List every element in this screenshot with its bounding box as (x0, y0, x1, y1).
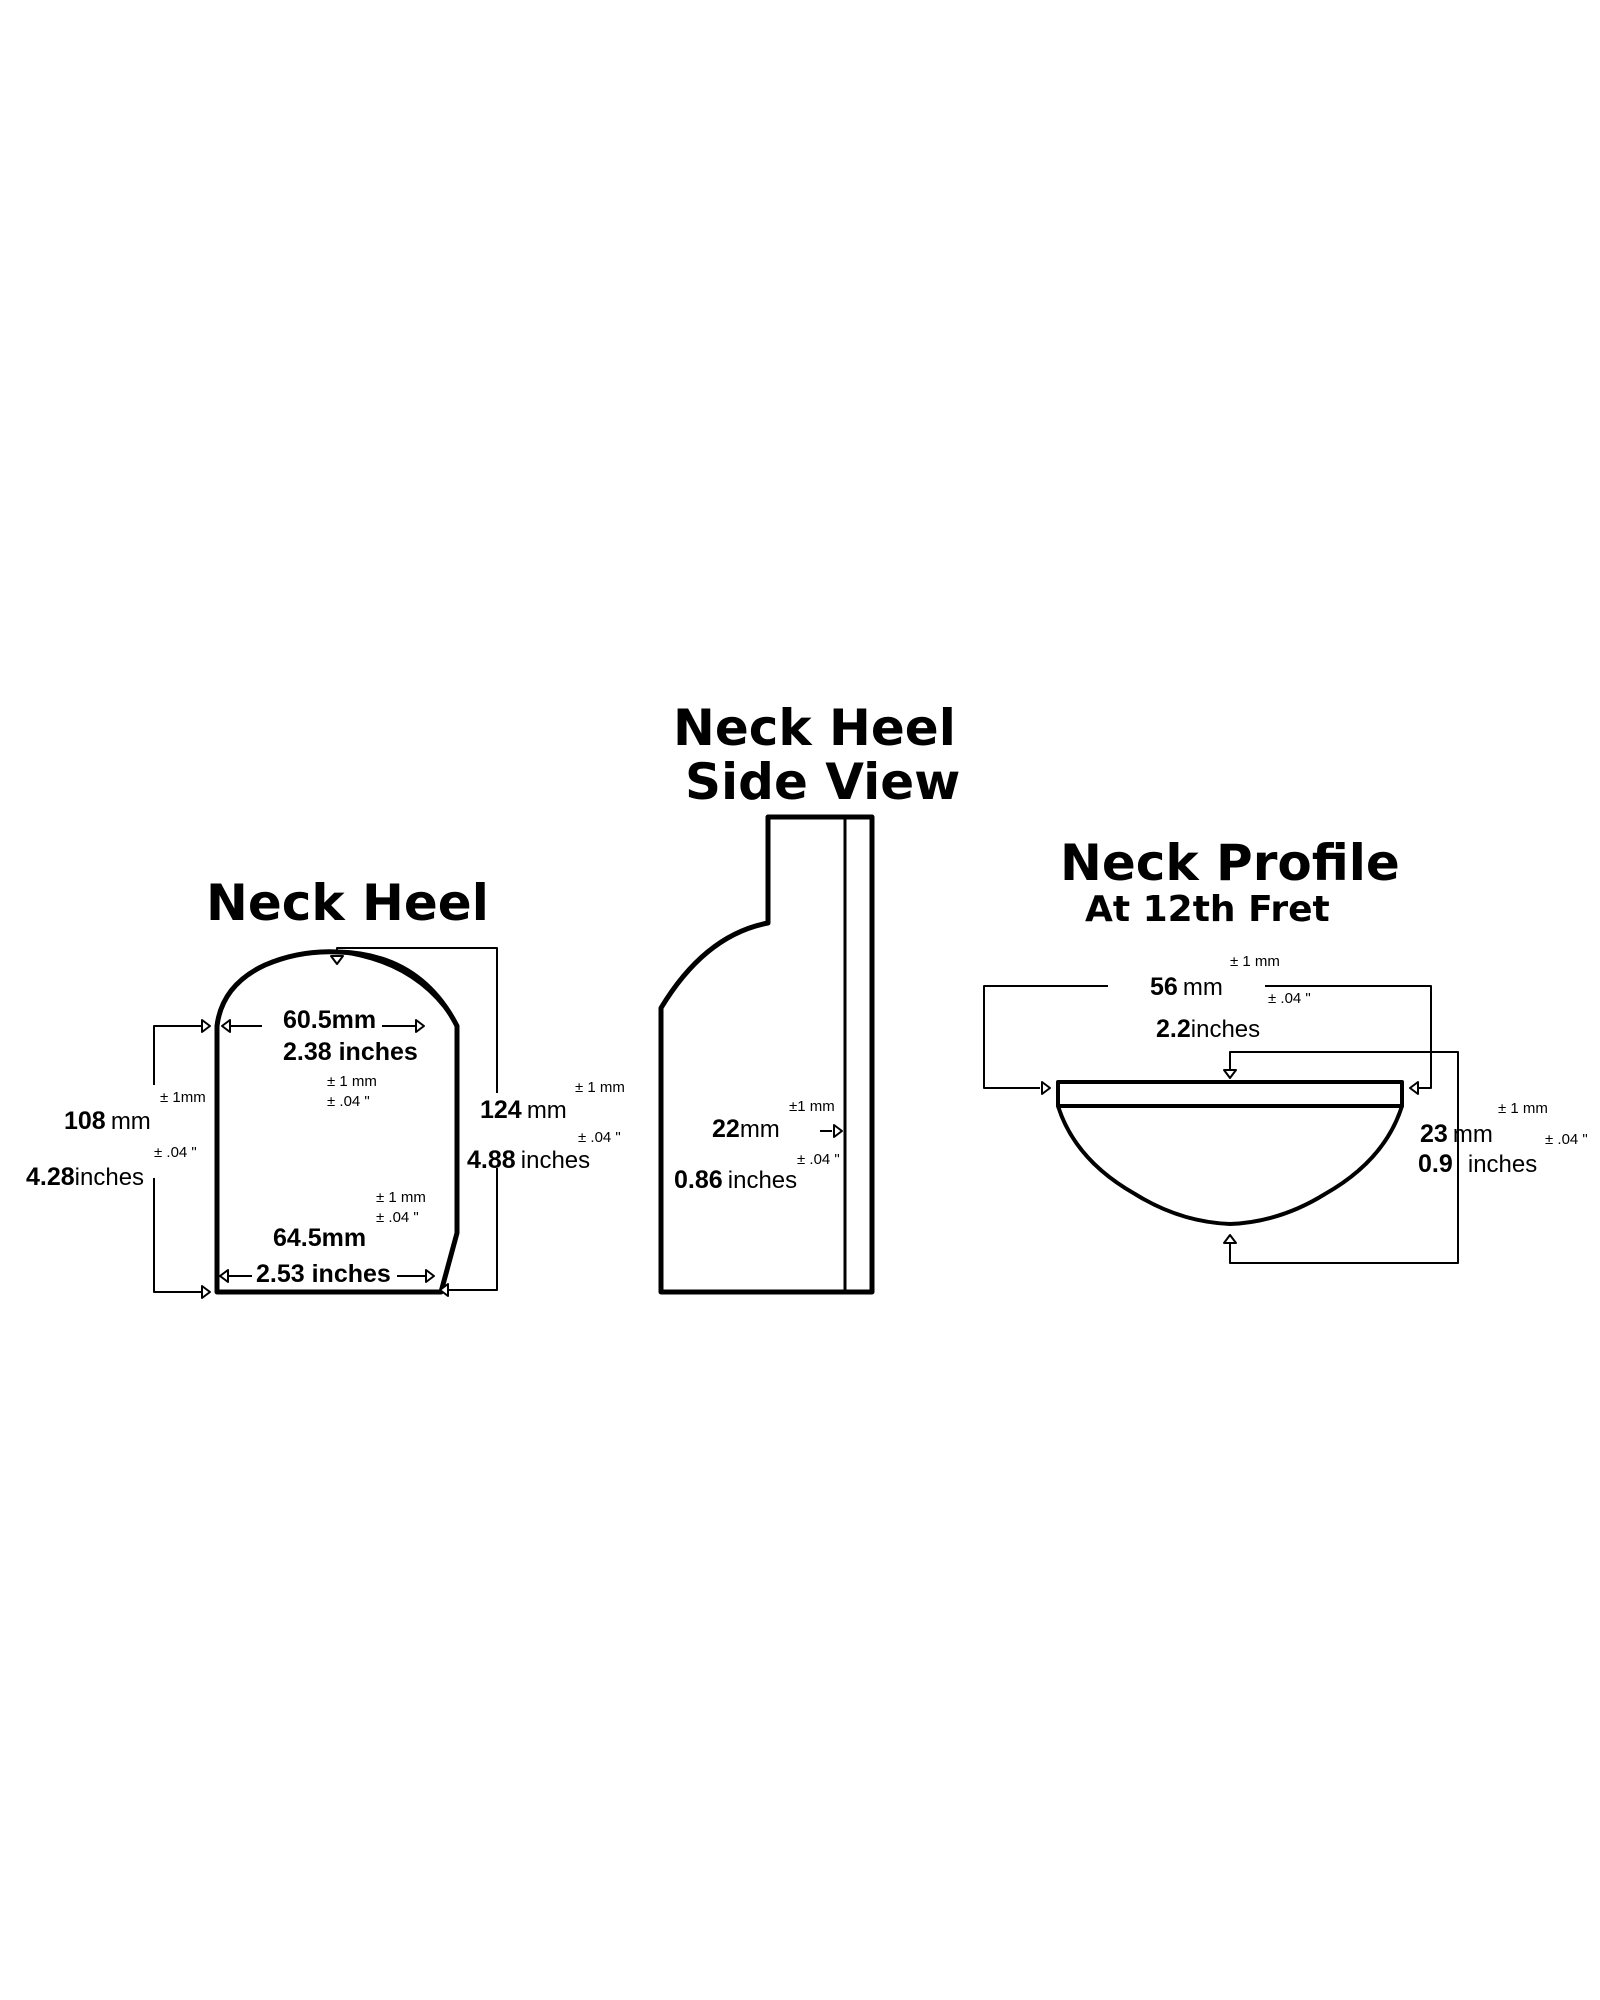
profile-depth-inches-value: 0.9 (1418, 1150, 1453, 1178)
side-view-title-line1: Neck Heel (673, 699, 956, 757)
side-thickness-tol-mm: ±1 mm (789, 1098, 835, 1115)
profile-width-unit: mm (1182, 974, 1223, 1001)
profile-width-inches-row: 2.2inches (1156, 1017, 1260, 1042)
neck-heel-shape (214, 949, 460, 1295)
right-height-inches-unit: inches (520, 1147, 591, 1174)
right-height-value: 124 (480, 1096, 522, 1124)
profile-depth-unit: mm (1452, 1121, 1493, 1148)
side-view-shape (658, 814, 875, 1295)
top-width-tol-mm: ± 1 mm (327, 1073, 377, 1090)
bottom-width-mm: 64.5mm (273, 1224, 367, 1252)
profile-depth-inches-row: 0.9 inches (1418, 1152, 1537, 1177)
profile-width-tol-mm: ± 1 mm (1230, 953, 1280, 970)
profile-depth-value: 23 (1420, 1120, 1448, 1148)
neck-profile-shape (1056, 1080, 1404, 1226)
right-height-inches-row: 4.88 inches (467, 1148, 590, 1173)
side-thickness-inches-row: 0.86 inches (674, 1168, 797, 1193)
right-height-tol-in: ± .04 " (578, 1129, 621, 1146)
left-height-mm-row: 108 mm (64, 1109, 151, 1134)
right-height-unit: mm (526, 1097, 567, 1124)
side-thickness-value: 22 (712, 1115, 740, 1143)
left-height-unit: mm (110, 1108, 151, 1135)
side-thickness-inches-value: 0.86 (674, 1166, 723, 1194)
neck-profile-arrowheads (1041, 1069, 1419, 1244)
bottom-width-tol-in: ± .04 " (376, 1209, 419, 1226)
profile-width-mm-row: 56 mm (1150, 975, 1223, 1000)
left-height-inches-row: 4.28inches (26, 1165, 144, 1190)
profile-width-inches-unit: inches (1190, 1016, 1261, 1043)
left-height-tol-in: ± .04 " (154, 1144, 197, 1161)
left-height-inches-value: 4.28 (26, 1163, 75, 1191)
side-view-title-line2: Side View (685, 753, 961, 811)
side-thickness-tol-in: ± .04 " (797, 1151, 840, 1168)
profile-width-value: 56 (1150, 973, 1178, 1001)
profile-depth-inches-unit: inches (1467, 1151, 1538, 1178)
right-height-tol-mm: ± 1 mm (575, 1079, 625, 1096)
right-height-mm-row: 124 mm (480, 1098, 567, 1123)
neck-profile-subtitle: At 12th Fret (1085, 889, 1330, 930)
profile-width-tol-in: ± .04 " (1268, 990, 1311, 1007)
profile-width-inches-value: 2.2 (1156, 1015, 1191, 1043)
top-width-mm: 60.5mm (283, 1006, 377, 1034)
left-height-tol-mm: ± 1mm (160, 1089, 206, 1106)
neck-profile-dimension-lines (983, 985, 1459, 1264)
neck-profile-title: Neck Profile (1060, 834, 1400, 892)
left-height-value: 108 (64, 1107, 106, 1135)
neck-heel-title: Neck Heel (206, 874, 489, 932)
right-height-inches-value: 4.88 (467, 1146, 516, 1174)
neck-heel-arrowheads (201, 955, 449, 1299)
top-width-inches: 2.38 inches (283, 1038, 418, 1066)
bottom-width-inches: 2.53 inches (256, 1260, 391, 1288)
side-thickness-inches-unit: inches (727, 1167, 798, 1194)
side-view-dimension-arrow (820, 1124, 843, 1138)
top-width-tol-in: ± .04 " (327, 1093, 370, 1110)
side-thickness-mm-row: 22mm (712, 1117, 780, 1142)
bottom-width-tol-mm: ± 1 mm (376, 1189, 426, 1206)
profile-depth-mm-row: 23 mm (1420, 1122, 1493, 1147)
left-height-inches-unit: inches (74, 1164, 145, 1191)
side-thickness-unit: mm (739, 1116, 780, 1143)
profile-depth-tol-in: ± .04 " (1545, 1131, 1588, 1148)
profile-depth-tol-mm: ± 1 mm (1498, 1100, 1548, 1117)
neck-heel-dimension-lines (153, 947, 498, 1293)
